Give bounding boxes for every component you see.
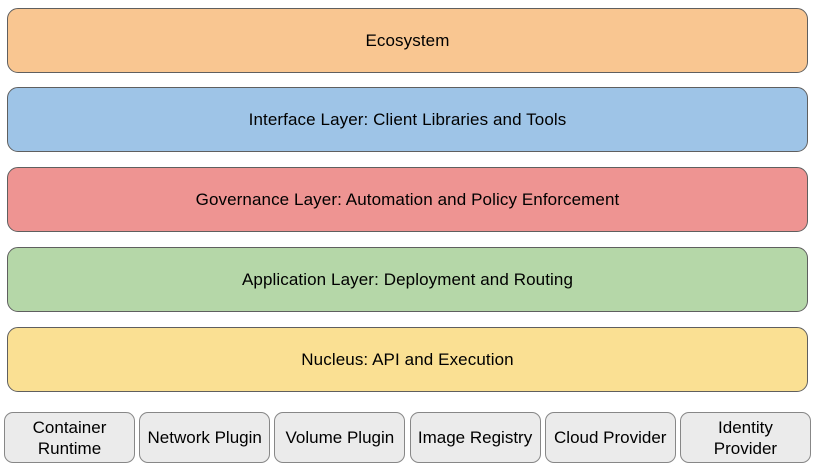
plugin-container-runtime: Container Runtime [4,412,135,463]
layer-interface: Interface Layer: Client Libraries and To… [7,87,808,152]
plugin-container-runtime-label: Container Runtime [32,417,107,458]
plugin-network-plugin-label: Network Plugin [147,428,262,447]
plugin-identity-provider: Identity Provider [679,412,811,463]
layer-governance-label: Governance Layer: Automation and Policy … [195,189,620,209]
plugin-row: Container Runtime Network Plugin Volume … [4,412,811,463]
layer-application-label: Application Layer: Deployment and Routin… [241,269,574,289]
layer-nucleus: Nucleus: API and Execution [7,327,808,392]
layer-application: Application Layer: Deployment and Routin… [7,247,808,312]
plugin-cloud-provider-label: Cloud Provider [554,428,667,447]
plugin-volume-plugin: Volume Plugin [274,412,406,463]
plugin-network-plugin: Network Plugin [139,412,271,463]
plugin-image-registry-label: Image Registry [417,428,533,447]
layer-ecosystem: Ecosystem [7,8,808,73]
layer-ecosystem-label: Ecosystem [365,30,450,50]
layer-nucleus-label: Nucleus: API and Execution [301,349,514,369]
plugin-cloud-provider: Cloud Provider [544,412,676,463]
layer-interface-label: Interface Layer: Client Libraries and To… [248,109,567,129]
plugin-image-registry: Image Registry [409,412,541,463]
plugin-identity-provider-label: Identity Provider [713,417,778,458]
layer-governance: Governance Layer: Automation and Policy … [7,167,808,232]
plugin-volume-plugin-label: Volume Plugin [285,428,395,447]
